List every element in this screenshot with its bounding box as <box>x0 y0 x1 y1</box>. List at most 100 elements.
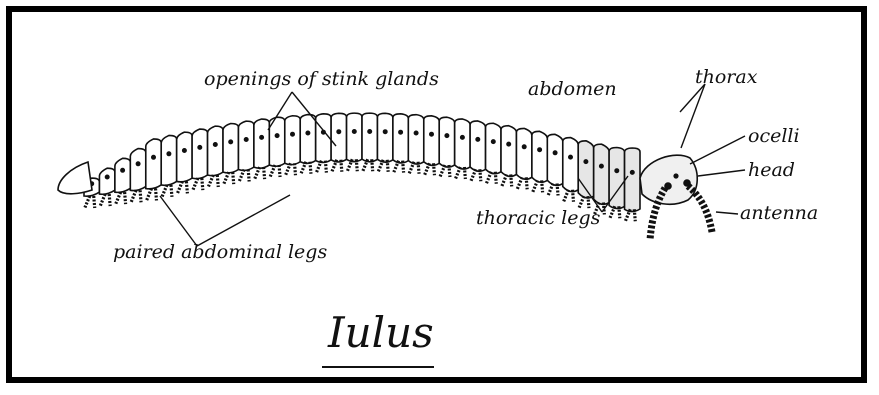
stink-gland-opening <box>384 130 387 133</box>
body-segment <box>331 113 346 162</box>
leg <box>533 180 538 192</box>
label-ocelli: ocelli <box>748 127 800 146</box>
label-thorax: thorax <box>695 68 757 87</box>
body-segment <box>516 128 531 179</box>
stink-gland-opening <box>353 130 356 133</box>
stink-gland-opening <box>538 148 541 151</box>
body-segment <box>547 134 562 185</box>
leg <box>455 167 460 179</box>
leg <box>449 165 450 177</box>
leg <box>471 169 476 181</box>
stink-gland-opening <box>245 138 248 141</box>
leg <box>233 172 234 184</box>
leg <box>295 163 296 175</box>
leg <box>208 175 213 187</box>
stink-gland-opening <box>229 140 232 143</box>
body-segment <box>208 126 223 176</box>
stink-gland-opening <box>414 131 417 134</box>
leg <box>619 206 620 218</box>
label-antenna: antenna <box>740 204 818 223</box>
leg <box>634 209 635 221</box>
leg <box>325 161 326 173</box>
leg <box>94 196 95 208</box>
leg <box>186 181 187 193</box>
leg <box>526 177 527 189</box>
stink-gland-opening <box>106 175 109 178</box>
leg <box>486 172 491 184</box>
leg <box>502 174 507 186</box>
leg <box>310 162 311 174</box>
leg <box>116 192 121 204</box>
leg <box>341 160 342 172</box>
body-segment <box>285 116 300 165</box>
leg <box>248 169 249 181</box>
leg <box>372 159 373 171</box>
leg <box>85 196 90 208</box>
body-segment <box>99 168 114 194</box>
stink-gland-opening <box>631 171 634 174</box>
diagram-title: Iulus <box>328 312 434 354</box>
leg <box>177 181 182 193</box>
stink-gland-opening <box>198 146 201 149</box>
leg <box>131 190 136 202</box>
stink-gland-opening <box>492 140 495 143</box>
body-segment <box>424 116 439 166</box>
leg <box>495 172 496 184</box>
leg <box>425 163 430 175</box>
leg <box>548 184 553 196</box>
body-segment <box>594 144 609 204</box>
body-segment <box>532 131 547 182</box>
body-segment <box>177 132 192 182</box>
leg <box>403 161 404 173</box>
body-segments <box>84 113 640 211</box>
body-segment <box>625 148 640 212</box>
body-segment <box>408 115 423 164</box>
body-segment <box>347 113 362 162</box>
body-segment <box>439 117 454 167</box>
stink-gland-opening <box>461 136 464 139</box>
leg <box>564 190 569 202</box>
body-segment <box>377 113 392 162</box>
body-segment <box>393 114 408 163</box>
body-segment <box>161 135 176 185</box>
leg <box>147 189 152 201</box>
stink-gland-opening <box>291 133 294 136</box>
leg <box>255 167 260 179</box>
body-segment <box>254 119 269 168</box>
tail-tip <box>58 162 92 194</box>
body-segment <box>486 123 501 173</box>
title-underline <box>322 366 434 368</box>
leg <box>418 162 419 174</box>
leg <box>171 185 172 197</box>
leg <box>387 160 388 172</box>
head <box>640 155 697 204</box>
label-head: head <box>748 161 795 180</box>
stink-gland-opening <box>584 160 587 163</box>
leg <box>440 165 445 177</box>
leg <box>202 178 203 190</box>
label-thoracic-legs: thoracic legs <box>476 209 600 228</box>
stink-gland-opening <box>615 169 618 172</box>
leg <box>480 169 481 181</box>
stink-gland-opening <box>523 145 526 148</box>
body-segment <box>501 126 516 177</box>
stink-gland-opening <box>569 155 572 158</box>
stink-gland-opening <box>183 149 186 152</box>
body-segment <box>300 115 315 164</box>
leg <box>125 192 126 204</box>
leg <box>573 190 574 202</box>
leg <box>264 167 265 179</box>
leg <box>511 174 512 186</box>
stink-gland-opening <box>152 156 155 159</box>
leg <box>193 178 198 190</box>
stink-gland-opening <box>260 136 263 139</box>
stink-gland-opening <box>337 130 340 133</box>
body-segment <box>238 121 253 170</box>
leg <box>542 180 543 192</box>
stink-gland-opening <box>553 151 556 154</box>
leg <box>434 163 435 175</box>
body-segment <box>115 158 130 192</box>
leg <box>156 189 157 201</box>
label-abdominal-legs: paired abdominal legs <box>113 243 327 262</box>
